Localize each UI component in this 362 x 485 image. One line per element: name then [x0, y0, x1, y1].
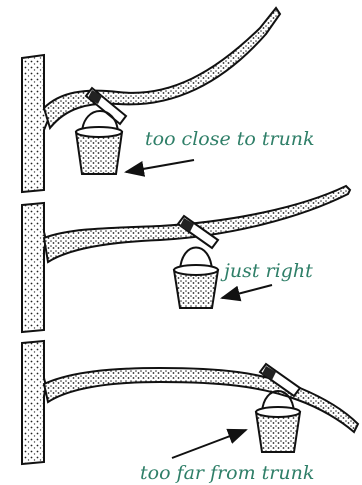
bucket: [256, 391, 300, 452]
panel-just-right: just right: [22, 186, 350, 332]
pointer-arrow: [172, 430, 246, 458]
panel-too-far: too far from trunk: [22, 341, 358, 484]
label-just-right: just right: [220, 260, 313, 282]
tree-branch: [44, 8, 280, 128]
tree-trunk: [22, 203, 46, 332]
bucket: [174, 248, 218, 309]
label-too-close: too close to trunk: [145, 128, 315, 150]
label-too-far: too far from trunk: [140, 462, 314, 484]
tree-trunk: [22, 341, 46, 464]
pointer-arrow: [222, 285, 272, 298]
panel-too-close: too close to trunk: [22, 8, 315, 192]
tree-branch: [44, 368, 358, 432]
pointer-arrow: [126, 160, 194, 172]
tree-trunk: [22, 55, 48, 192]
bucket: [76, 111, 122, 174]
